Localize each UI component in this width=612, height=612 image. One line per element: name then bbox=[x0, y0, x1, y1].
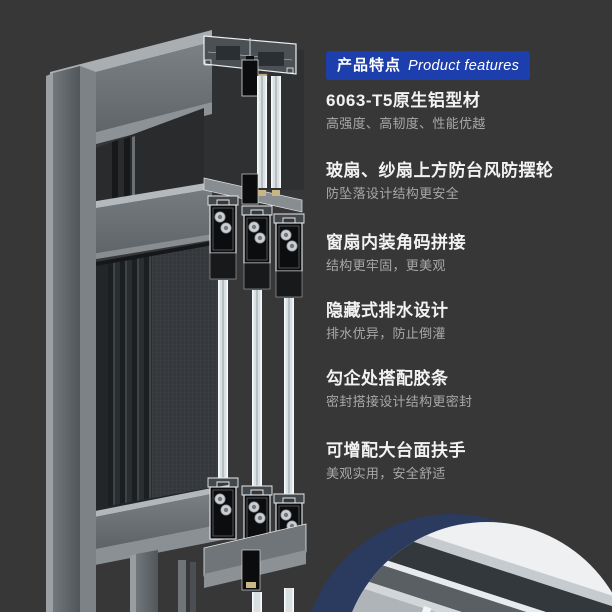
feature-title: 6063-T5原生铝型材 bbox=[326, 91, 481, 110]
badge-label-zh: 产品特点 bbox=[337, 57, 402, 74]
feature-subtitle: 结构更牢固，更美观 bbox=[326, 258, 446, 273]
middle-rail bbox=[60, 182, 212, 265]
sash-section bbox=[207, 195, 239, 280]
sash-section bbox=[207, 477, 239, 540]
lower-glass-panes bbox=[218, 280, 294, 494]
feature-subtitle: 排水优异，防止倒灌 bbox=[326, 326, 446, 341]
sash-section bbox=[273, 213, 305, 298]
feature-item: 隐藏式排水设计 排水优异，防止倒灌 bbox=[326, 300, 606, 342]
sash-section bbox=[241, 205, 273, 290]
feature-title: 窗扇内装角码拼接 bbox=[326, 233, 466, 252]
top-profile-cross-section bbox=[203, 35, 297, 97]
upper-opening bbox=[96, 108, 204, 204]
upper-glass-panes bbox=[257, 76, 281, 188]
badge-label-en: Product features bbox=[408, 58, 520, 74]
feature-subtitle: 美观实用，安全舒适 bbox=[326, 466, 446, 481]
lower-mullion bbox=[130, 550, 158, 612]
bottom-rail bbox=[80, 484, 232, 568]
left-frame-post bbox=[46, 66, 96, 612]
feature-title: 勾企处搭配胶条 bbox=[326, 369, 449, 388]
feature-subtitle: 密封搭接设计结构更密封 bbox=[326, 394, 473, 409]
bottom-sash-cross-sections bbox=[203, 477, 307, 612]
feature-title: 玻扇、纱扇上方防台风防摆轮 bbox=[326, 161, 554, 180]
feature-item: 可增配大台面扶手 美观实用，安全舒适 bbox=[326, 440, 606, 482]
feature-title: 可增配大台面扶手 bbox=[326, 441, 466, 460]
detail-inset bbox=[311, 514, 612, 612]
feature-title: 隐藏式排水设计 bbox=[326, 301, 449, 320]
middle-sash-cross-sections bbox=[203, 173, 305, 298]
feature-item: 6063-T5原生铝型材 高强度、高韧度、性能优越 bbox=[326, 90, 606, 132]
feature-item: 玻扇、纱扇上方防台风防摆轮 防坠落设计结构更安全 bbox=[326, 160, 606, 202]
feature-subtitle: 高强度、高韧度、性能优越 bbox=[326, 116, 486, 131]
feature-subtitle: 防坠落设计结构更安全 bbox=[326, 186, 460, 201]
section-badge: 产品特点 Product features bbox=[326, 51, 531, 80]
mesh-screen-panel bbox=[96, 238, 230, 512]
feature-item: 勾企处搭配胶条 密封搭接设计结构更密封 bbox=[326, 368, 606, 410]
feature-item: 窗扇内装角码拼接 结构更牢固，更美观 bbox=[326, 232, 606, 274]
